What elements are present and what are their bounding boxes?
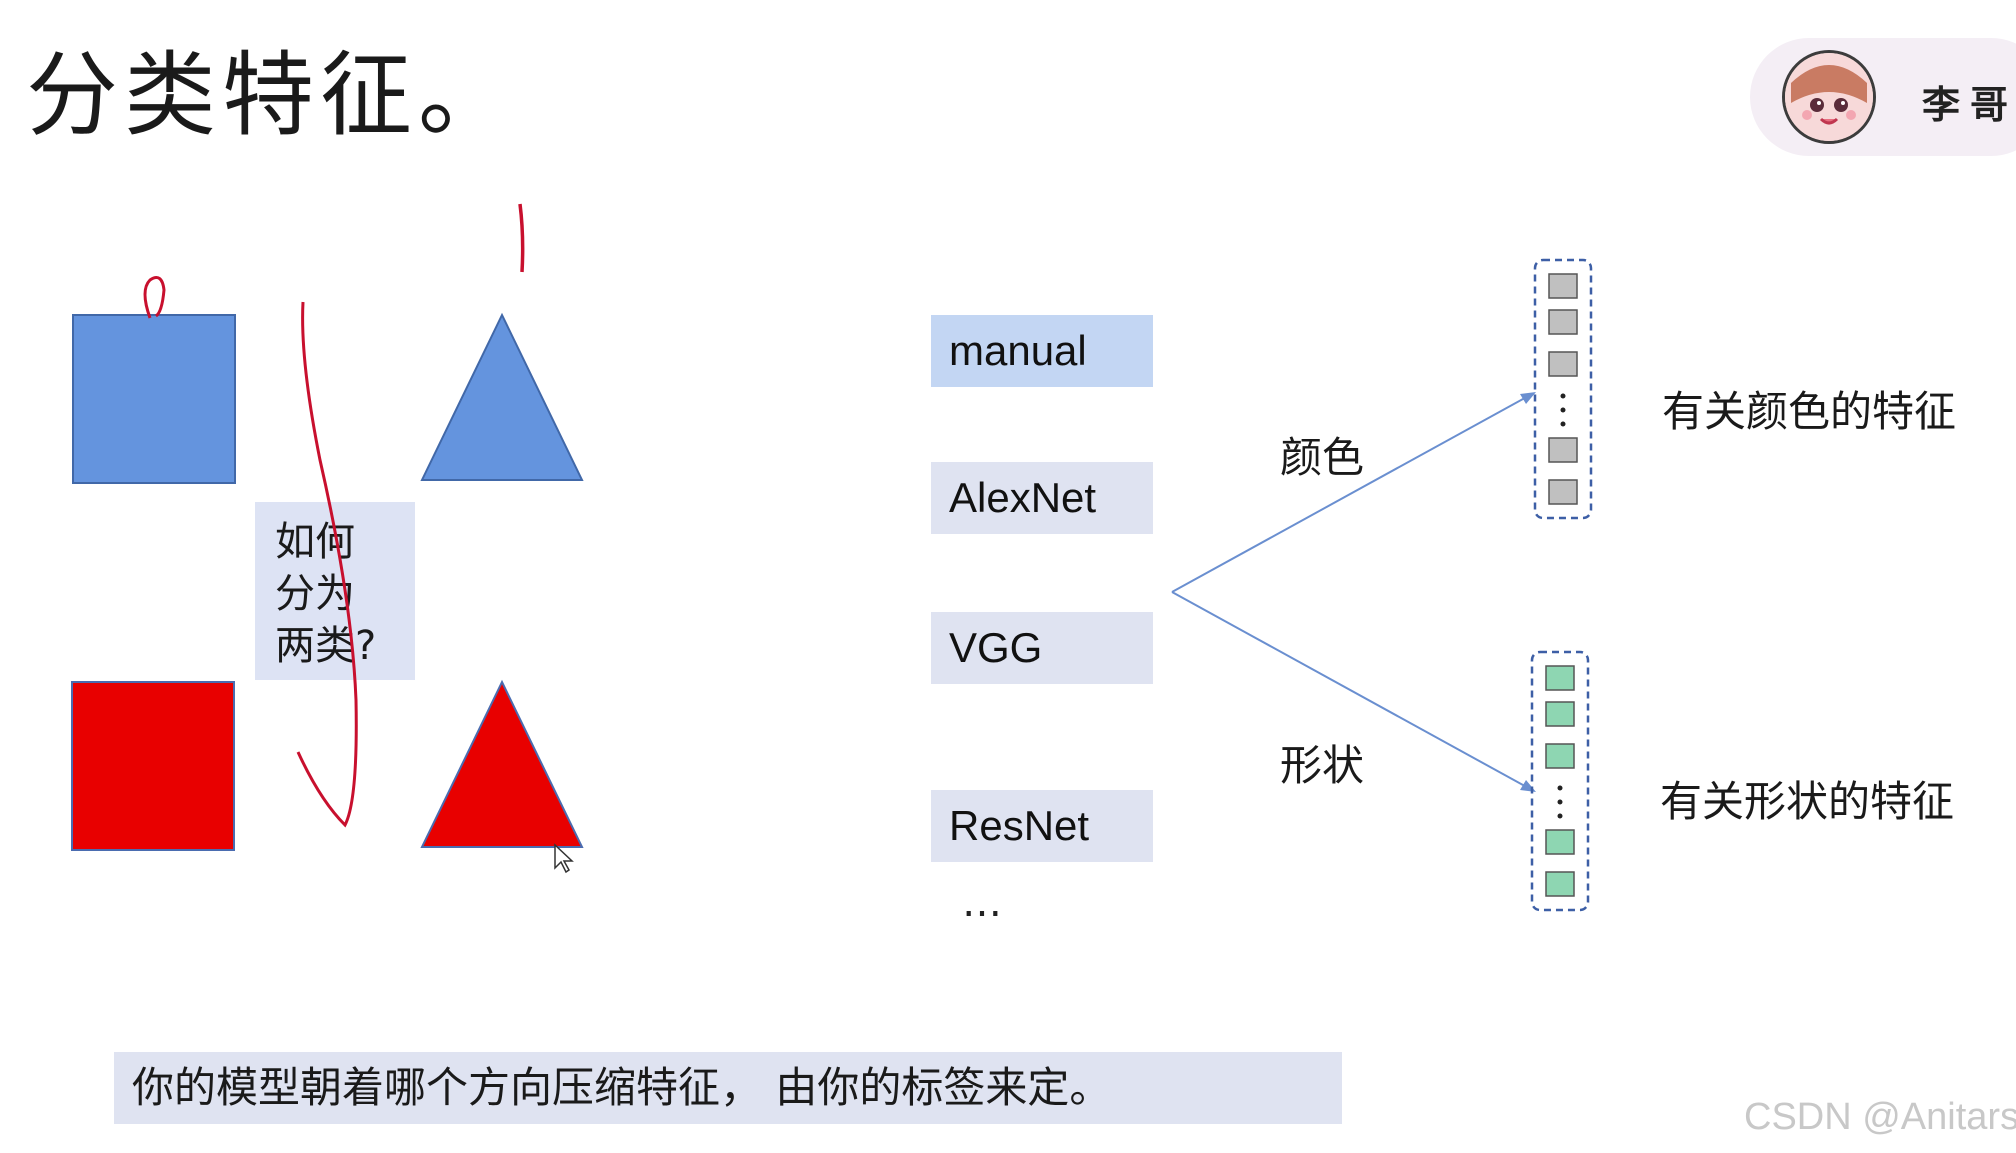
red-triangle [420, 679, 584, 848]
question-line: 分为 [275, 571, 355, 617]
model-manual: manual [931, 315, 1153, 387]
page-title: 分类特征。 [26, 42, 517, 149]
model-resnet: ResNet [931, 790, 1153, 862]
vector-cell [1545, 829, 1575, 855]
shape-feature-vector [1530, 650, 1590, 912]
vector-cell [1548, 273, 1578, 299]
vector-cell [1548, 309, 1578, 335]
arrow-head-icon [1520, 392, 1536, 404]
pen-mark-circle [143, 276, 166, 319]
vector-cell [1548, 351, 1578, 377]
arrow-head-icon [1520, 780, 1536, 792]
model-vgg: VGG [931, 612, 1153, 684]
shape-branch-label: 形状 [1280, 741, 1365, 790]
blue-square [72, 314, 236, 484]
avatar [1782, 50, 1876, 144]
vector-cell [1545, 665, 1575, 691]
question-line: 两类? [275, 623, 377, 669]
vector-cell [1545, 743, 1575, 769]
pen-mark-divider [296, 301, 358, 828]
blue-triangle [420, 312, 584, 481]
question-box: 如何 分为 两类? [255, 502, 415, 680]
color-feature-label: 有关颜色的特征 [1662, 387, 1957, 436]
footer-note-box: 你的模型朝着哪个方向压缩特征， 由你的标签来定。 [114, 1052, 1342, 1124]
avatar-face-icon [1785, 53, 1873, 141]
color-feature-vector [1533, 258, 1593, 520]
vector-cell [1545, 701, 1575, 727]
color-branch-label: 颜色 [1280, 433, 1365, 482]
presenter-name: 李哥考 [1922, 83, 2016, 127]
pen-mark-tick [518, 203, 525, 273]
vector-cell [1548, 479, 1578, 505]
red-square [71, 681, 235, 851]
footer-note: 你的模型朝着哪个方向压缩特征， 由你的标签来定。 [132, 1063, 1112, 1112]
vector-cell [1548, 437, 1578, 463]
mouse-cursor-icon [554, 843, 574, 874]
model-ellipsis: … [962, 880, 1004, 926]
vector-cell [1545, 871, 1575, 897]
model-alexnet: AlexNet [931, 462, 1153, 534]
watermark: CSDN @Anitars [1744, 1096, 2016, 1138]
shape-feature-label: 有关形状的特征 [1660, 777, 1955, 826]
question-line: 如何 [275, 519, 355, 565]
